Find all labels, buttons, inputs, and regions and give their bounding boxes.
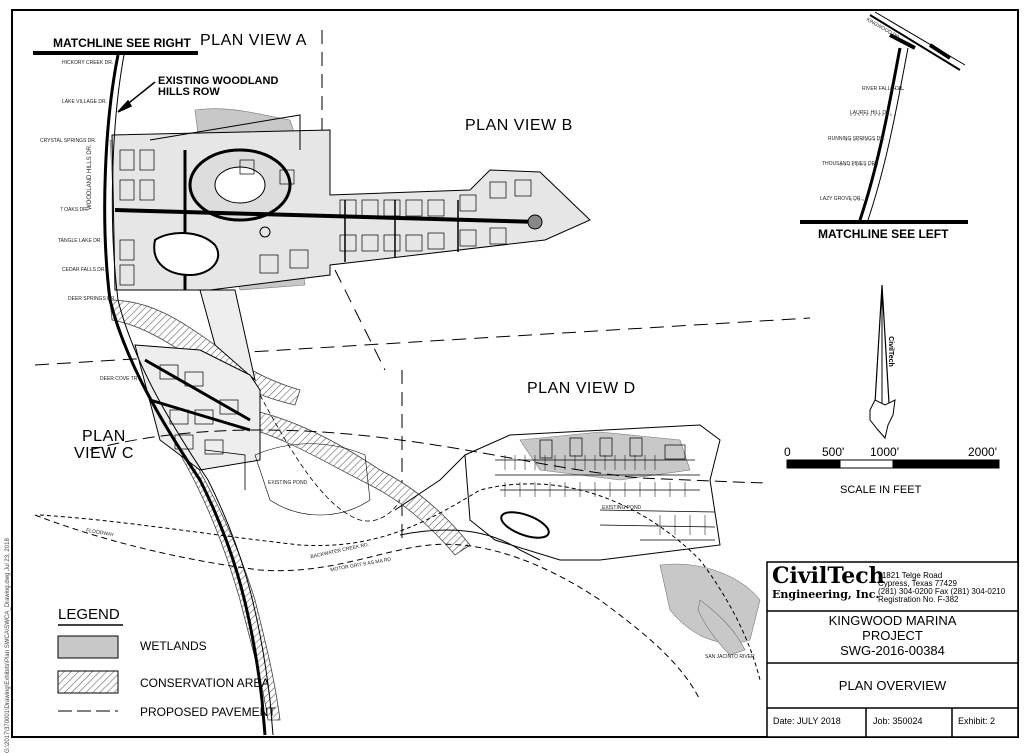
inset-road-map (840, 11, 966, 221)
legend-wetlands-label: WETLANDS (140, 639, 207, 653)
pond-label: EXISTING POND (602, 505, 642, 511)
legend-wetlands-swatch (57, 635, 119, 659)
matchline-bar-left (33, 51, 198, 55)
inset-street-label: LAZY GROVE DR. (820, 196, 862, 202)
project-name: KINGWOOD MARINA PROJECT SWG-2016-00384 (767, 613, 1018, 658)
existing-row-callout: EXISTING WOODLAND HILLS ROW (158, 76, 278, 98)
inset-street-label: RIVER FALLS DR. (862, 86, 904, 92)
street-label: CEDAR FALLS DR. (62, 267, 106, 273)
project-line3: SWG-2016-00384 (840, 643, 945, 658)
development-plan-d (394, 424, 721, 561)
date-field: Date: JULY 2018 (773, 716, 841, 726)
file-path-stamp: G:\2017\370001\Drawing\Exhibits\Plan SWC… (5, 538, 11, 753)
legend-conservation-swatch (57, 670, 119, 694)
plan-view-d-label: PLAN VIEW D (527, 380, 636, 397)
street-label: HICKORY CREEK DR. (62, 60, 114, 66)
north-arrow-brand: CivilTech (886, 336, 894, 367)
row-callout-line1: EXISTING WOODLAND (158, 75, 279, 87)
development-plan-c (134, 344, 261, 490)
scale-tick-1000: 1000' (870, 445, 899, 459)
street-label: TANGLE LAKE DR. (58, 238, 102, 244)
exhibit-field: Exhibit: 2 (958, 716, 996, 726)
project-line1: KINGWOOD MARINA (828, 613, 957, 628)
scale-tick-500: 500' (822, 445, 845, 459)
street-label: DEER SPRINGS DR. (68, 296, 116, 302)
matchline-bar-right (800, 220, 968, 224)
legend-title: LEGEND (58, 606, 120, 623)
street-label: CRYSTAL SPRINGS DR. (40, 138, 97, 144)
phone-line: (281) 304-0200 Fax (281) 304-0210 (878, 587, 1006, 596)
main-road-label: WOODLAND HILLS DR. (87, 144, 93, 210)
existing-pond-outline (254, 443, 371, 516)
waterway-label: SAN JACINTO RIVER (705, 654, 755, 660)
address-line2: Cypress, Texas 77429 (878, 579, 958, 588)
scale-label: SCALE IN FEET (840, 484, 922, 496)
company-address: 11821 Telge Road Cypress, Texas 77429 (2… (878, 572, 1005, 604)
row-callout-arrow (117, 81, 156, 113)
development-plan-ab (111, 114, 591, 382)
inset-street-label: LAUREL HILL DR. (850, 110, 892, 116)
plan-view-a-label: PLAN VIEW A (200, 32, 307, 49)
sheet-title: PLAN OVERVIEW (838, 678, 947, 693)
street-label: 7 OAKS DR. (60, 207, 89, 213)
project-line2: PROJECT (862, 628, 923, 643)
registration-line: Registration No. F-382 (878, 595, 959, 604)
inset-street-label: THOUSAND PINES DR. (822, 161, 877, 167)
title-block-frame (766, 561, 1019, 738)
row-callout-line2: HILLS ROW (158, 86, 220, 98)
inset-street-label: RUNNING SPRINGS DR. (828, 136, 886, 142)
north-arrow-icon (869, 284, 896, 440)
street-label: LAKE VILLAGE DR. (62, 99, 108, 105)
legend-pavement-label: PROPOSED PAVEMENT (140, 705, 276, 719)
legend-swatches (57, 624, 123, 712)
scale-tick-0: 0 (784, 445, 791, 459)
scale-tick-2000: 2000' (968, 445, 997, 459)
dashed-alignments (34, 394, 766, 701)
plan-view-b-label: PLAN VIEW B (465, 117, 573, 134)
woodland-hills-road (103, 54, 274, 736)
street-label: DEER COVE TR. (100, 376, 139, 382)
matchline-see-right-label: MATCHLINE SEE RIGHT (53, 36, 191, 50)
plan-view-c-label: PLAN VIEW C (74, 428, 134, 462)
legend-conservation-label: CONSERVATION AREA (140, 676, 270, 690)
job-field: Job: 350024 (873, 716, 923, 726)
scale-bar (786, 459, 1000, 469)
sheet-border (11, 9, 1019, 738)
plan-view-c-line1: PLAN (82, 428, 126, 445)
company-name-line2: Engineering, Inc. (772, 588, 880, 601)
company-name: CivilTech (772, 563, 885, 589)
address-line1: 11821 Telge Road (878, 571, 943, 580)
plan-view-c-line2: VIEW C (74, 445, 134, 462)
matchline-see-left-label: MATCHLINE SEE LEFT (818, 227, 949, 241)
pond-label: EXISTING POND (268, 480, 308, 486)
